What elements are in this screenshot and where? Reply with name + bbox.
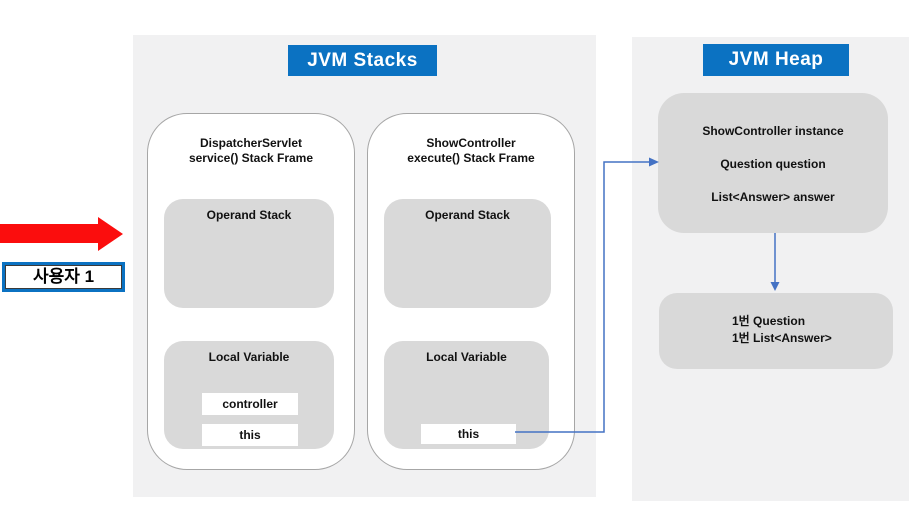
heap-data-line: 1번 Question (732, 314, 806, 328)
frame-title-line2: service() Stack Frame (188, 151, 314, 165)
frame-title-line1: DispatcherServlet (199, 136, 303, 150)
local-variable-box: Local Variable controller this (164, 341, 334, 449)
variable-slot-this: this (202, 424, 298, 446)
stack-frame-title: ShowController execute() Stack Frame (368, 136, 574, 166)
stack-frame-title: DispatcherServlet service() Stack Frame (148, 136, 354, 166)
heap-instance-line: Question question (720, 157, 826, 171)
frame-title-line2: execute() Stack Frame (407, 151, 535, 165)
user-label: 사용자 1 (2, 262, 125, 292)
operand-stack-label: Operand Stack (206, 208, 292, 222)
frame-title-line1: ShowController (426, 136, 516, 150)
variable-slot-controller: controller (202, 393, 298, 415)
jvm-stacks-title: JVM Stacks (288, 45, 437, 76)
heap-instance-line: ShowController instance (702, 124, 844, 138)
heap-instance-box: ShowController instance Question questio… (658, 93, 888, 233)
stack-frame-showcontroller: ShowController execute() Stack Frame Ope… (367, 113, 575, 470)
heap-data-box: 1번 Question 1번 List<Answer> (659, 293, 893, 369)
heap-instance-line: List<Answer> answer (711, 190, 835, 204)
heap-data-line: 1번 List<Answer> (732, 331, 832, 345)
jvm-heap-title: JVM Heap (703, 44, 849, 76)
variable-slot-this: this (421, 424, 516, 444)
user-request-arrow-icon (0, 217, 123, 251)
operand-stack-box: Operand Stack (164, 199, 334, 308)
local-variable-label: Local Variable (426, 350, 507, 364)
operand-stack-label: Operand Stack (425, 208, 510, 222)
local-variable-box: Local Variable this (384, 341, 549, 449)
local-variable-label: Local Variable (208, 350, 290, 364)
stack-frame-dispatcherservlet: DispatcherServlet service() Stack Frame … (147, 113, 355, 470)
operand-stack-box: Operand Stack (384, 199, 551, 308)
